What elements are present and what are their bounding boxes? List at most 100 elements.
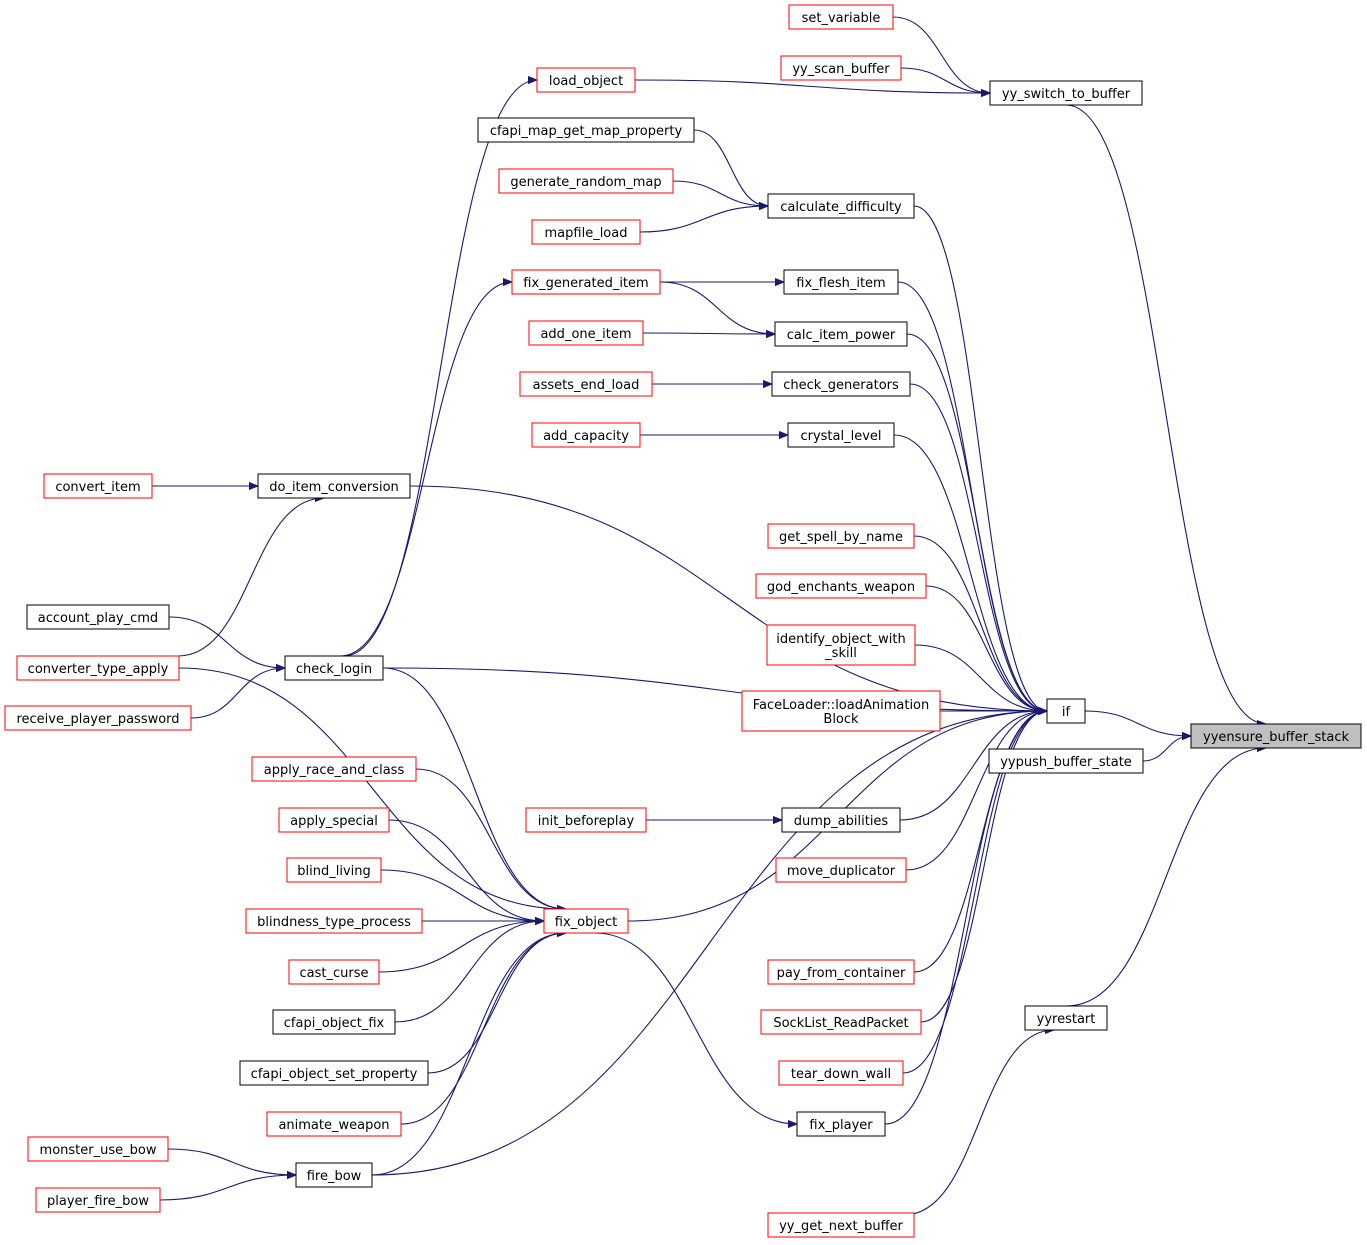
node-add-one-item[interactable]: add_one_item bbox=[528, 320, 644, 346]
edge-move_duplicator-to-if bbox=[905, 711, 1047, 871]
edge-check_login-to-fix_generated_item bbox=[339, 282, 512, 657]
edge-monster_use_bow-to-fire_bow bbox=[167, 1148, 296, 1175]
node-set-variable[interactable]: set_variable bbox=[788, 4, 894, 30]
node-check-login[interactable]: check_login bbox=[284, 655, 384, 681]
node-assets-end-load[interactable]: assets_end_load bbox=[519, 371, 653, 397]
node-move-duplicator[interactable]: move_duplicator bbox=[775, 857, 907, 883]
edge-path bbox=[168, 616, 285, 668]
node-fix-player[interactable]: fix_player bbox=[796, 1111, 886, 1137]
edge-path bbox=[913, 205, 1047, 711]
node-crystal-level[interactable]: crystal_level bbox=[787, 422, 895, 448]
edge-god_enchants_weapon-to-if bbox=[925, 585, 1047, 711]
node-apply-special[interactable]: apply_special bbox=[278, 807, 390, 833]
edge-apply_special-to-fix_object bbox=[388, 819, 544, 921]
node-yy-get-next-buffer[interactable]: yy_get_next_buffer bbox=[767, 1212, 915, 1238]
node-box bbox=[989, 80, 1143, 106]
edge-dump_abilities-to-if bbox=[899, 711, 1047, 821]
node-receive-player-password[interactable]: receive_player_password bbox=[4, 705, 192, 731]
node-do-item-conversion[interactable]: do_item_conversion bbox=[257, 473, 411, 499]
node-monster-use-bow[interactable]: monster_use_bow bbox=[27, 1136, 169, 1162]
node-tear-down-wall[interactable]: tear_down_wall bbox=[778, 1060, 904, 1086]
node-fix-object[interactable]: fix_object bbox=[543, 908, 629, 934]
node-yyensure-buffer-stack[interactable]: yyensure_buffer_stack bbox=[1190, 723, 1362, 749]
node-yypush-buffer-state[interactable]: yypush_buffer_state bbox=[988, 748, 1144, 774]
node-calc-item-power[interactable]: calc_item_power bbox=[774, 321, 908, 347]
node-label: add_capacity bbox=[543, 429, 629, 444]
edge-calc_item_power-to-if bbox=[906, 333, 1047, 711]
node-label: Block bbox=[823, 712, 859, 727]
edge-fix_player-to-if bbox=[884, 711, 1047, 1125]
node-label: if bbox=[1062, 705, 1071, 720]
node-cfapi-object-fix[interactable]: cfapi_object_fix bbox=[272, 1009, 396, 1035]
node-box bbox=[1190, 723, 1362, 749]
node-pay-from-container[interactable]: pay_from_container bbox=[767, 959, 915, 985]
node-cast-curse[interactable]: cast_curse bbox=[288, 959, 380, 985]
node-account-play-cmd[interactable]: account_play_cmd bbox=[26, 604, 170, 630]
edge-path bbox=[339, 282, 512, 657]
edge-get_spell_by_name-to-if bbox=[913, 535, 1047, 711]
node-yy-scan-buffer[interactable]: yy_scan_buffer bbox=[780, 55, 902, 81]
node-dump-abilities[interactable]: dump_abilities bbox=[781, 807, 901, 833]
node-box bbox=[796, 1111, 886, 1137]
edge-path bbox=[159, 1175, 296, 1201]
node-cfapi-object-set-property[interactable]: cfapi_object_set_property bbox=[239, 1060, 429, 1086]
edge-do_item_conversion-to-if bbox=[409, 485, 1047, 711]
node-label: fix_player bbox=[809, 1118, 873, 1133]
node-identify-object-with-skill[interactable]: identify_object_with_skill bbox=[766, 624, 916, 666]
node-calculate-difficulty[interactable]: calculate_difficulty bbox=[767, 193, 915, 219]
edge-path bbox=[906, 333, 1047, 711]
node-check-generators[interactable]: check_generators bbox=[771, 371, 911, 397]
node-get-spell-by-name[interactable]: get_spell_by_name bbox=[767, 523, 915, 549]
node-yy-switch-to-buffer[interactable]: yy_switch_to_buffer bbox=[989, 80, 1143, 106]
node-socklist-readpacket[interactable]: SockList_ReadPacket bbox=[760, 1009, 922, 1035]
node-blind-living[interactable]: blind_living bbox=[286, 857, 382, 883]
node-god-enchants-weapon[interactable]: god_enchants_weapon bbox=[755, 573, 927, 599]
node-mapfile-load[interactable]: mapfile_load bbox=[531, 219, 641, 245]
edge-check_login-to-if bbox=[382, 667, 1047, 711]
node-box bbox=[531, 422, 641, 448]
node-player-fire-bow[interactable]: player_fire_bow bbox=[35, 1187, 161, 1213]
node-box bbox=[741, 690, 941, 732]
node-fire-bow[interactable]: fire_bow bbox=[295, 1162, 373, 1188]
node-box bbox=[16, 655, 180, 681]
node-box bbox=[295, 1162, 373, 1188]
node-converter-type-apply[interactable]: converter_type_apply bbox=[16, 655, 180, 681]
node-label: SockList_ReadPacket bbox=[773, 1016, 908, 1031]
node-label: cfapi_object_fix bbox=[284, 1016, 385, 1031]
node-box bbox=[43, 473, 153, 499]
node-animate-weapon[interactable]: animate_weapon bbox=[266, 1111, 402, 1137]
node-label: calc_item_power bbox=[787, 328, 896, 343]
edge-crystal_level-to-if bbox=[893, 434, 1047, 711]
node-box bbox=[531, 219, 641, 245]
node-fix-flesh-item[interactable]: fix_flesh_item bbox=[783, 269, 899, 295]
node-box bbox=[988, 748, 1144, 774]
node-box bbox=[788, 4, 894, 30]
edge-path bbox=[905, 711, 1047, 871]
node-box bbox=[1024, 1005, 1108, 1031]
node-layer: set_variable yy_scan_buffer load_object yy_… bbox=[4, 4, 1362, 1238]
node-label: yy_scan_buffer bbox=[792, 62, 890, 77]
edge-path bbox=[1142, 736, 1191, 762]
node-box bbox=[272, 1009, 396, 1035]
node-box bbox=[787, 422, 895, 448]
edge-fix_generated_item-to-calc_item_power bbox=[659, 281, 775, 334]
node-fix-generated-item[interactable]: fix_generated_item bbox=[511, 269, 661, 295]
node-convert-item[interactable]: convert_item bbox=[43, 473, 153, 499]
node-box bbox=[245, 908, 423, 934]
edge-add_one_item-to-calc_item_power bbox=[642, 333, 775, 334]
node-box bbox=[543, 908, 629, 934]
node-blindness-type-process[interactable]: blindness_type_process bbox=[245, 908, 423, 934]
node-load-object[interactable]: load_object bbox=[536, 67, 636, 93]
node-yyrestart[interactable]: yyrestart bbox=[1024, 1005, 1108, 1031]
node-generate-random-map[interactable]: generate_random_map bbox=[498, 168, 674, 194]
edge-path bbox=[190, 668, 285, 719]
node-if[interactable]: if bbox=[1046, 698, 1086, 724]
node-cfapi-map-get-map-property[interactable]: cfapi_map_get_map_property bbox=[477, 117, 695, 143]
node-label: crystal_level bbox=[800, 429, 881, 444]
node-init-beforeplay[interactable]: init_beforeplay bbox=[525, 807, 647, 833]
node-apply-race-and-class[interactable]: apply_race_and_class bbox=[251, 756, 417, 782]
edge-path bbox=[371, 933, 566, 1176]
node-add-capacity[interactable]: add_capacity bbox=[531, 422, 641, 448]
edge-path bbox=[400, 933, 566, 1125]
